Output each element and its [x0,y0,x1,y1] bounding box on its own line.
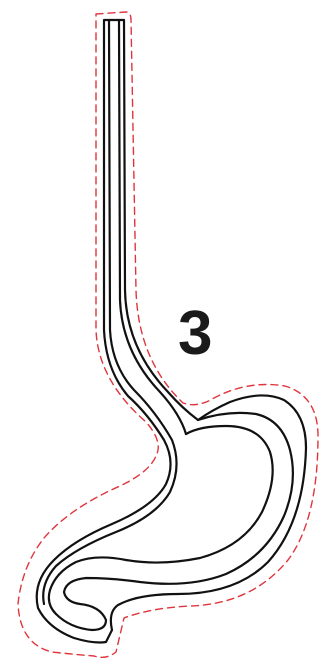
stomach-inner-lining [49,426,273,614]
esophagus-inner-wall-left [43,20,176,604]
stomach-outer-wall [37,20,306,643]
figure-number-label: 3 [178,299,212,368]
